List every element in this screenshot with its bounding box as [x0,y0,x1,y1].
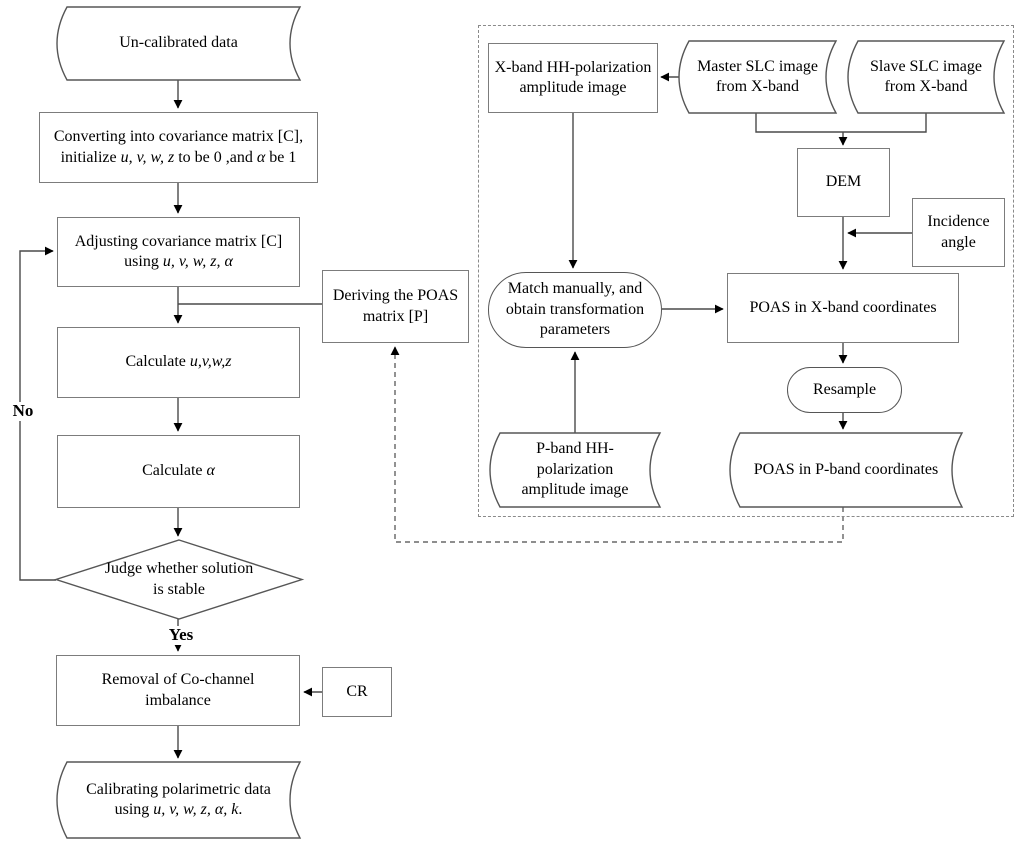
node-label: DEM [825,173,862,191]
node-label: Match manually, and obtain transformatio… [505,280,645,339]
node-label: Slave SLC image from X-band [870,57,982,95]
node-pband-hh-image: P-band HH-polarization amplitude image [489,432,662,508]
node-judge-stable: Judge whether solution is stable [53,539,305,620]
node-label: Calibrating polarimetric data using u, v… [86,780,271,818]
arrow-poas-p-to-deriving-feedback [390,346,844,543]
node-label: Removal of Co-channel imbalance [101,671,255,709]
stored-data-shape [56,761,302,839]
node-resample: Resample [787,367,902,413]
node-label: Calculate u,v,w,z [125,353,232,371]
node-label: Converting into covariance matrix [C], i… [53,128,304,166]
node-label: Deriving the POAS matrix [P] [332,287,459,325]
line-master-slave-join [755,111,927,133]
node-cr: CR [322,667,392,717]
stored-data-shape [729,432,964,508]
node-xband-hh-image: X-band HH-polarization amplitude image [488,43,658,113]
node-label: Master SLC image from X-band [697,57,818,95]
node-calculate-alpha: Calculate α [57,435,300,508]
node-match-manually: Match manually, and obtain transformatio… [488,272,662,348]
node-removal-imbalance: Removal of Co-channel imbalance [56,655,300,726]
node-slave-slc: Slave SLC image from X-band [847,40,1006,114]
node-dem: DEM [797,148,890,217]
stored-data-shape [489,432,662,508]
node-converting-covariance: Converting into covariance matrix [C], i… [39,112,318,183]
node-poas-xband: POAS in X-band coordinates [727,273,959,343]
node-label: POAS in P-band coordinates [753,460,939,478]
node-calculate-uvwz: Calculate u,v,w,z [57,327,300,398]
node-label: Adjusting covariance matrix [C] using u,… [74,232,283,270]
label-yes: Yes [159,625,203,645]
node-adjusting-covariance: Adjusting covariance matrix [C] using u,… [57,217,300,287]
node-master-slc: Master SLC image from X-band [678,40,838,114]
node-incidence-angle: Incidence angle [912,198,1005,267]
node-label: Un-calibrated data [119,34,238,52]
node-label: Judge whether solution is stable [104,560,254,598]
node-label: X-band HH-polarization amplitude image [494,58,652,96]
node-label: Calculate α [142,462,215,480]
decision-diamond-shape [53,539,305,620]
label-no: No [4,401,42,421]
node-poas-pband: POAS in P-band coordinates [729,432,964,508]
node-uncalibrated-data: Un-calibrated data [56,6,302,81]
node-label: POAS in X-band coordinates [749,298,937,316]
stored-data-shape [847,40,1006,114]
node-label: CR [346,682,368,700]
node-label: Incidence angle [927,213,990,251]
stored-data-shape [678,40,838,114]
poas-generation-dashed-container [478,25,1014,517]
node-deriving-poas-matrix: Deriving the POAS matrix [P] [322,270,469,343]
stored-data-shape [56,6,302,81]
node-calibrating-data: Calibrating polarimetric data using u, v… [56,761,302,839]
node-label: P-band HH-polarization amplitude image [521,440,629,499]
node-label: Resample [812,380,877,398]
